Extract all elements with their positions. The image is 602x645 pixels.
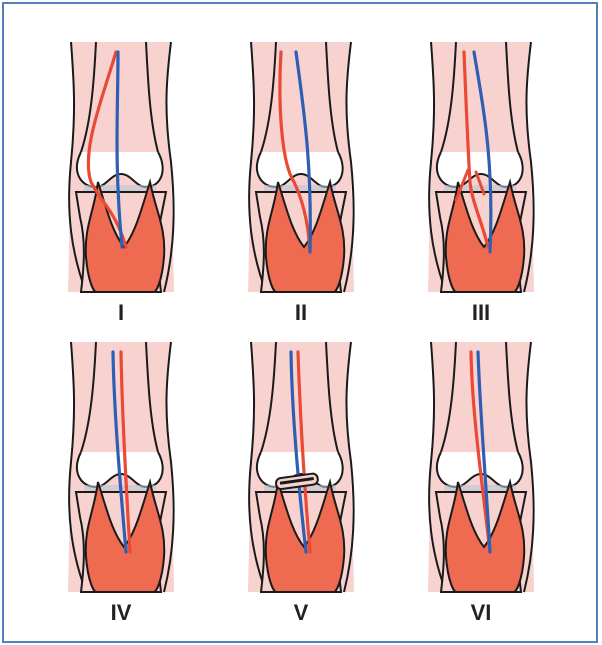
- panel-5: V: [211, 342, 391, 642]
- panel-3: III: [391, 42, 571, 342]
- knee-diagram-svg: [31, 42, 211, 292]
- panel-1: I: [31, 42, 211, 342]
- knee-diagram-svg: [211, 42, 391, 292]
- panel-2: II: [211, 42, 391, 342]
- knee-diagram-svg: [31, 342, 211, 592]
- panel-label: VI: [391, 600, 571, 626]
- knee-diagram-svg: [211, 342, 391, 592]
- panel-label: I: [31, 300, 211, 326]
- panel-4: IV: [31, 342, 211, 642]
- panel-label: III: [391, 300, 571, 326]
- knee-diagram-svg: [391, 42, 571, 292]
- knee-diagram-svg: [391, 342, 571, 592]
- panel-label: V: [211, 600, 391, 626]
- panel-6: VI: [391, 342, 571, 642]
- panel-label: II: [211, 300, 391, 326]
- panel-label: IV: [31, 600, 211, 626]
